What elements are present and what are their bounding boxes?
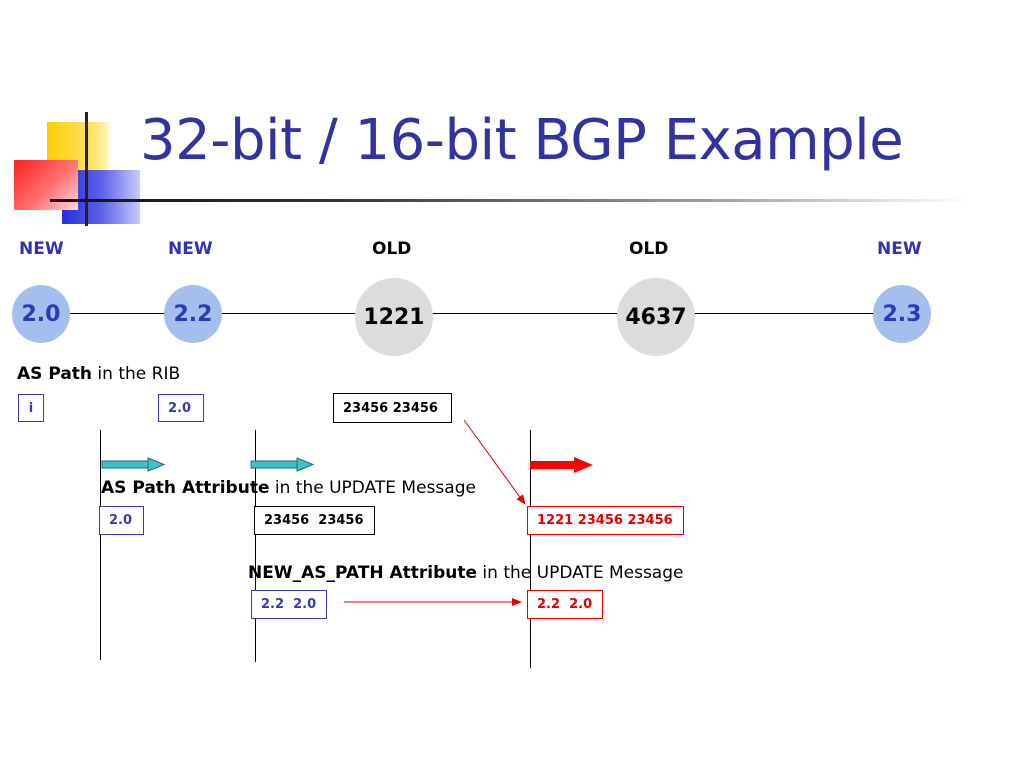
logo-vertical-line — [85, 112, 88, 226]
new-as-path-attr-label-bold: NEW_AS_PATH Attribute — [248, 563, 478, 583]
red-diagonal-arrow — [463, 419, 526, 505]
router-type-label-5: NEW — [877, 239, 922, 259]
red-block-arrow — [530, 457, 593, 473]
as-path-attr-box-2: 23456 23456 — [254, 506, 375, 535]
router-type-label-1: NEW — [19, 239, 64, 259]
as-path-attr-section-label: AS Path Attribute in the UPDATE Message — [101, 478, 476, 498]
router-as-number: 2.0 — [21, 301, 61, 327]
rib-label-bold: AS Path — [17, 364, 93, 384]
router-node-2: 2.2 — [164, 285, 222, 343]
router-node-1: 2.0 — [12, 285, 70, 343]
rib-section-label: AS Path in the RIB — [17, 364, 180, 384]
router-node-4: 4637 — [617, 278, 695, 356]
router-type-label-3: OLD — [372, 239, 412, 259]
rib-box-2: 2.0 — [158, 394, 204, 422]
teal-arrow-2 — [250, 457, 315, 472]
as-path-attr-box-1: 2.0 — [99, 506, 144, 535]
router-as-number: 4637 — [625, 304, 687, 330]
router-as-number: 1221 — [363, 304, 425, 330]
rib-label-rest: in the RIB — [92, 364, 181, 384]
title-underline — [50, 199, 970, 202]
timeline-line-1 — [100, 430, 101, 660]
as-path-attr-box-3: 1221 23456 23456 — [527, 506, 684, 535]
router-as-number: 2.3 — [882, 301, 922, 327]
router-type-label-4: OLD — [629, 239, 669, 259]
new-as-path-attr-box-1: 2.2 2.0 — [251, 590, 327, 619]
router-link-line — [70, 313, 880, 314]
timeline-line-3 — [530, 430, 531, 668]
new-as-path-attr-box-2: 2.2 2.0 — [527, 590, 603, 619]
new-as-path-attr-label-rest: in the UPDATE Message — [477, 563, 684, 583]
teal-arrow-1 — [101, 457, 166, 472]
slide-title: 32-bit / 16-bit BGP Example — [140, 108, 904, 173]
router-node-5: 2.3 — [873, 285, 931, 343]
as-path-attr-label-rest: in the UPDATE Message — [269, 478, 476, 498]
as-path-attr-label-bold: AS Path Attribute — [101, 478, 270, 498]
router-node-3: 1221 — [355, 278, 433, 356]
timeline-line-2 — [255, 430, 256, 662]
router-type-label-2: NEW — [168, 239, 213, 259]
router-as-number: 2.2 — [173, 301, 213, 327]
rib-box-1: i — [18, 394, 44, 422]
rib-box-3: 23456 23456 — [333, 393, 452, 423]
new-as-path-attr-section-label: NEW_AS_PATH Attribute in the UPDATE Mess… — [248, 563, 683, 583]
